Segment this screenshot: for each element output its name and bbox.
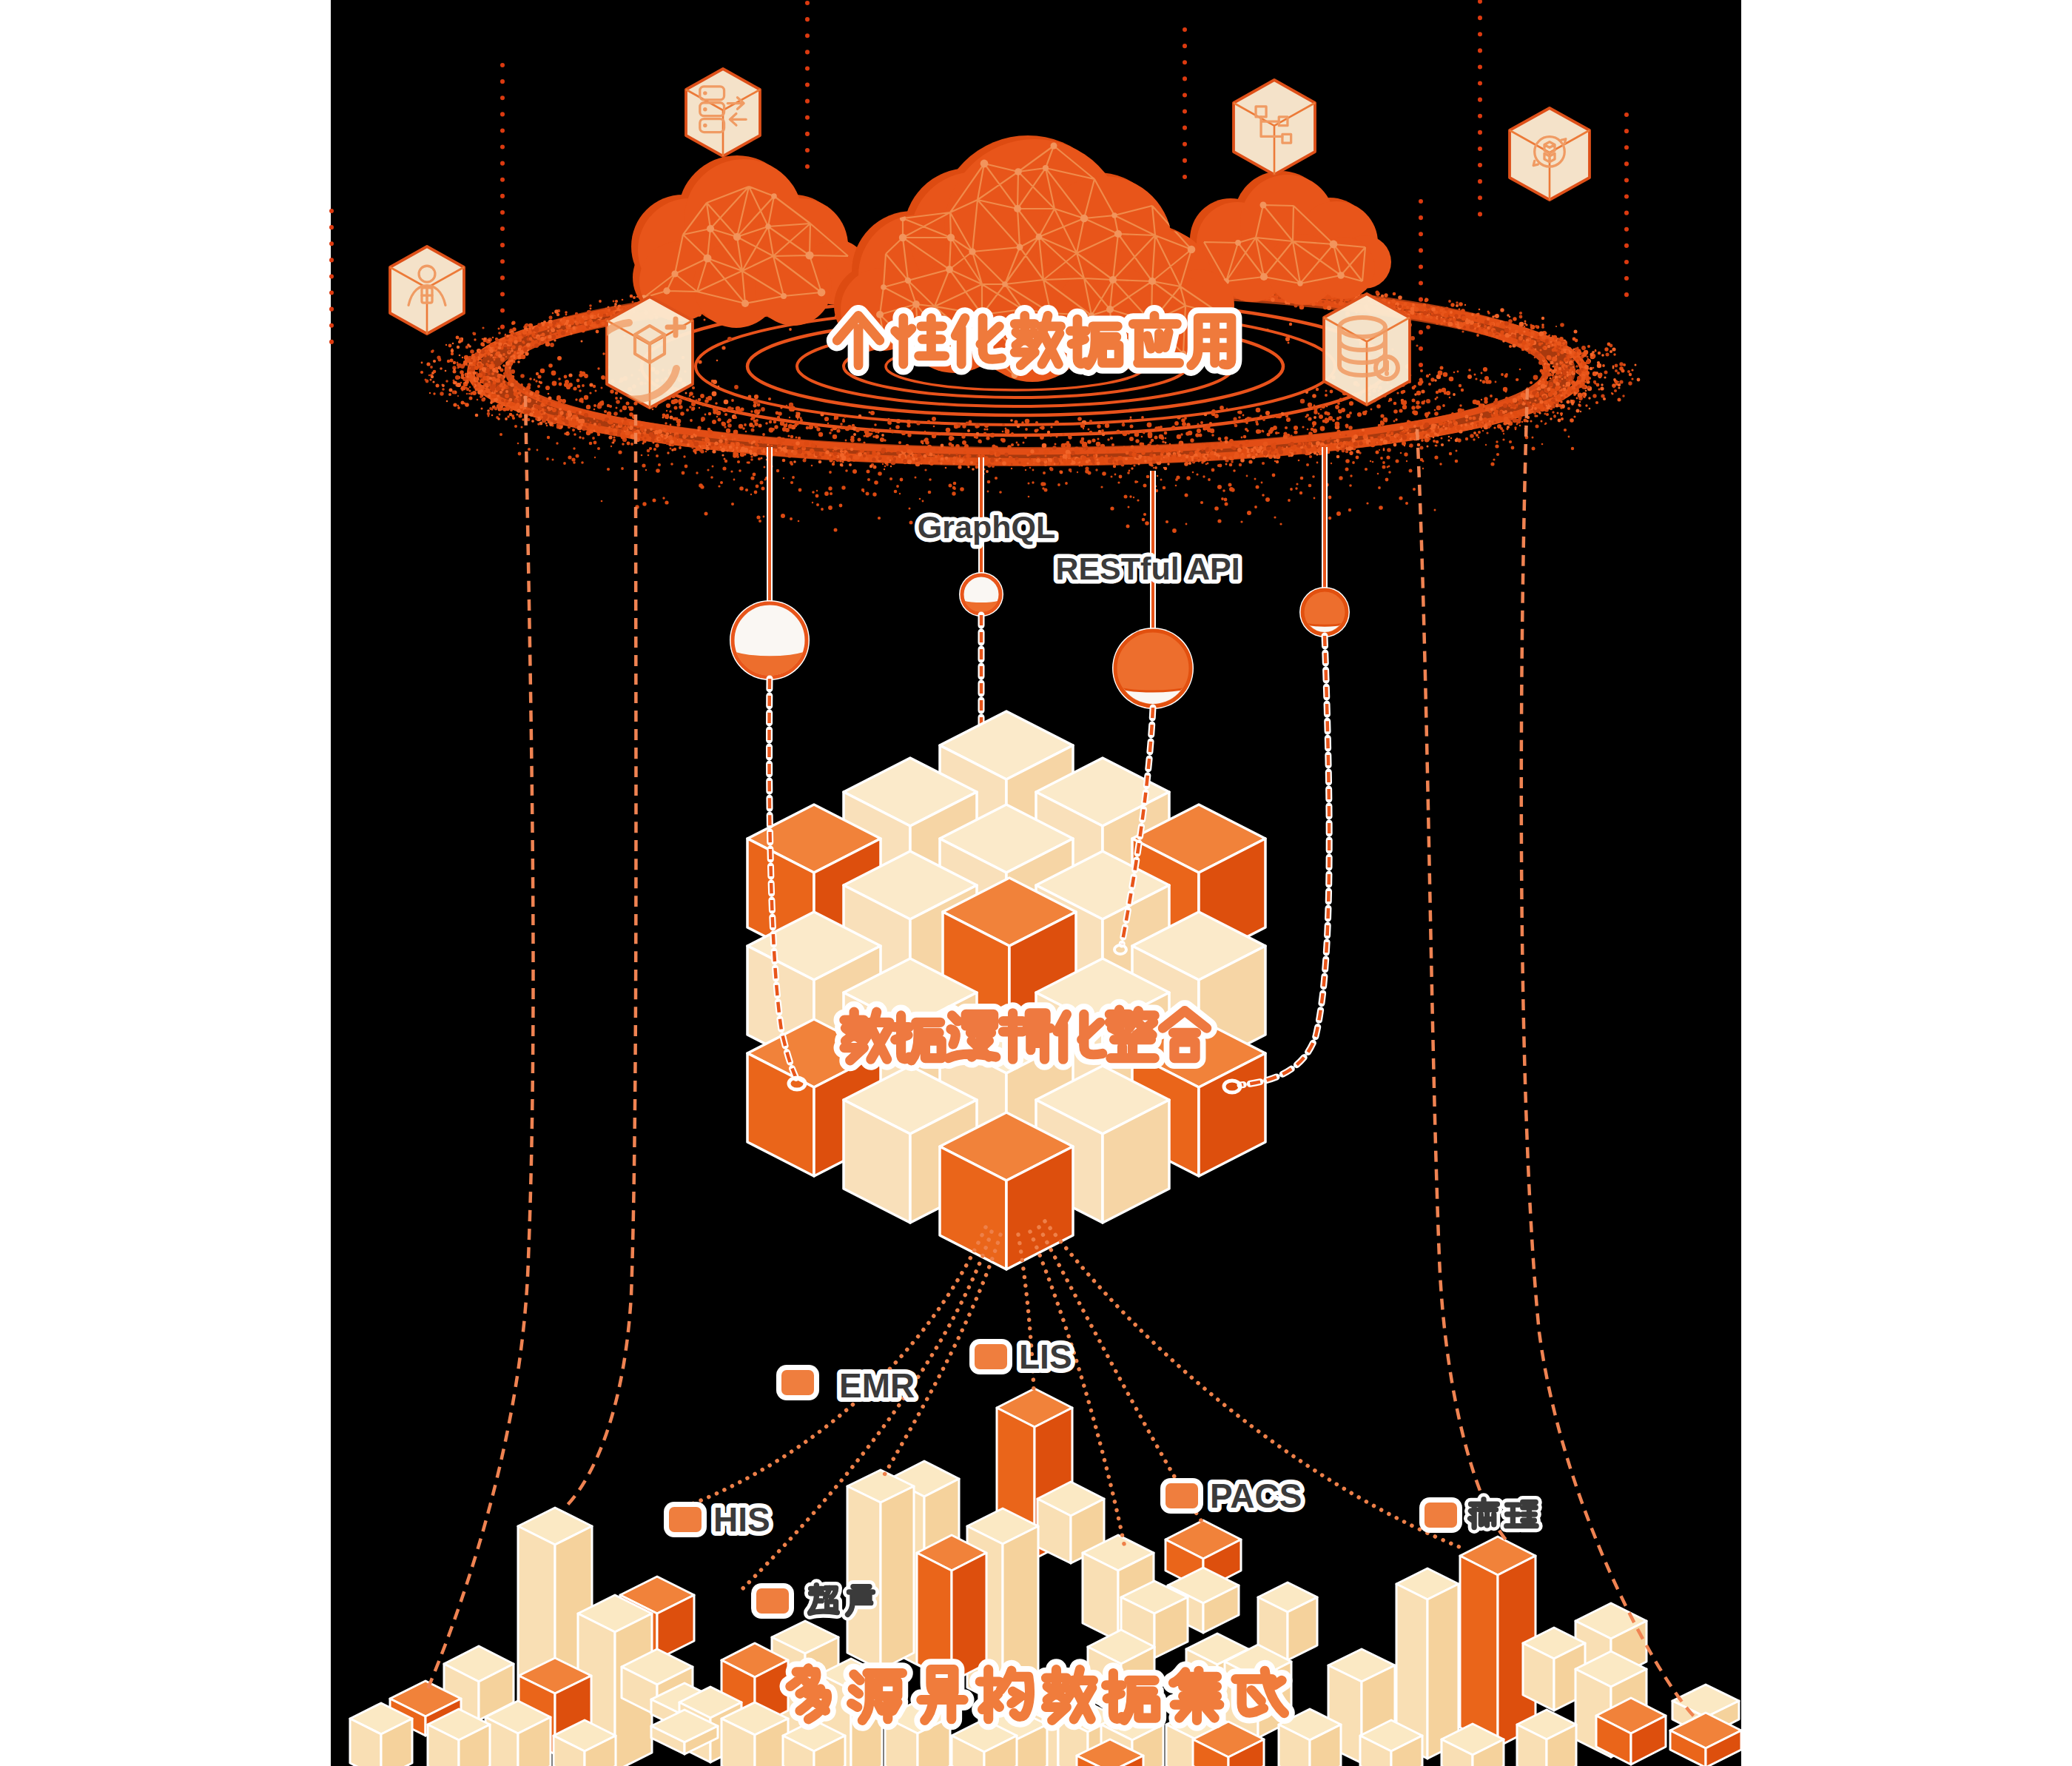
- svg-text:HIS: HIS: [713, 1500, 770, 1539]
- svg-text:GraphQL: GraphQL: [918, 509, 1055, 545]
- svg-text:LIS: LIS: [1019, 1337, 1072, 1376]
- svg-text:RESTful API: RESTful API: [1055, 551, 1240, 586]
- svg-text:EMR: EMR: [839, 1366, 915, 1405]
- svg-text:PACS: PACS: [1210, 1477, 1302, 1515]
